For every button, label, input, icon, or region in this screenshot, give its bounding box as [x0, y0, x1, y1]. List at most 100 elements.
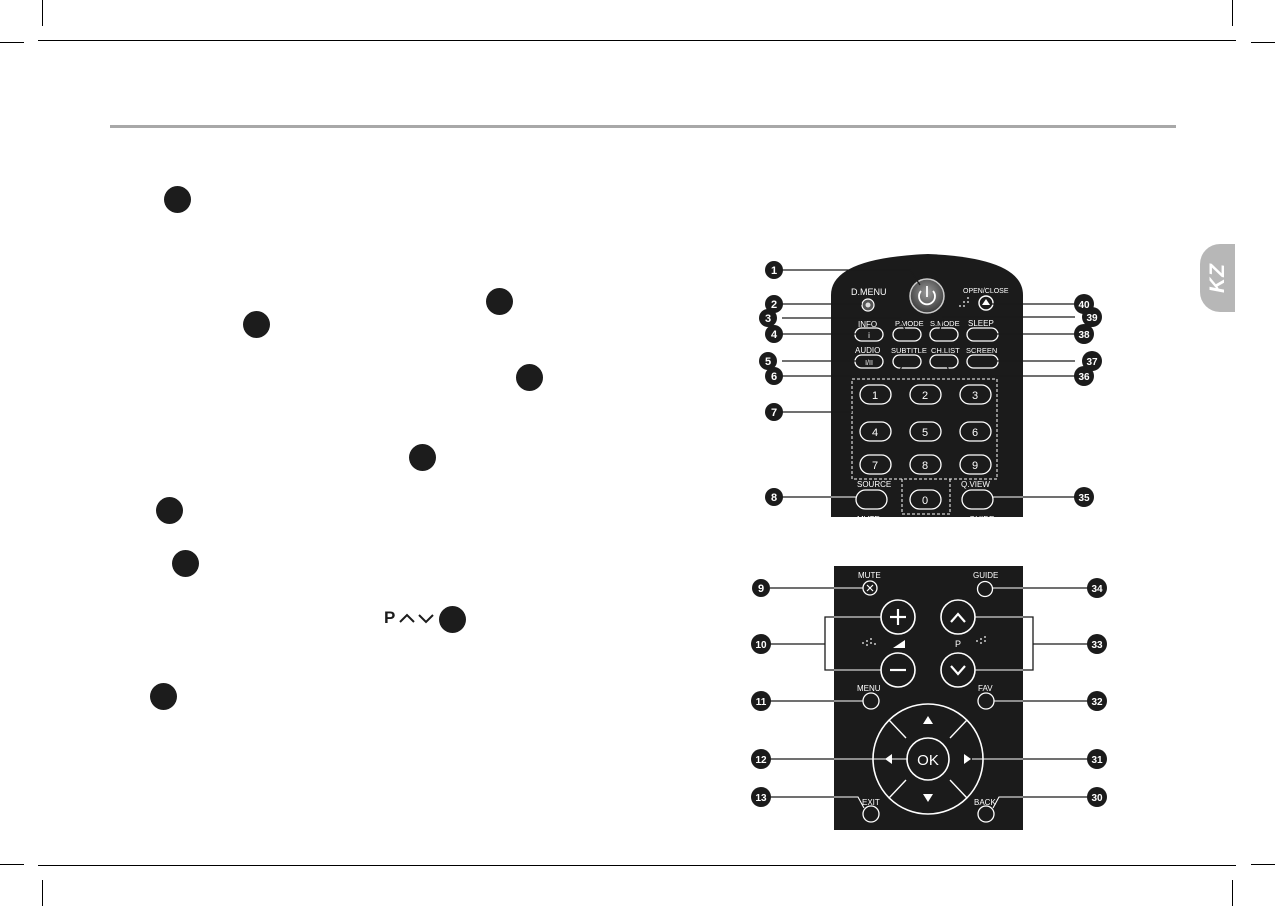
- callout-10-label: 10: [755, 640, 767, 651]
- callout-7-label: 7: [771, 407, 777, 419]
- callout-12-label: 12: [755, 755, 767, 766]
- callout-8: [765, 488, 783, 506]
- digit-4-button[interactable]: [859, 421, 892, 442]
- page-trim-top: [38, 40, 1236, 41]
- label-p: P: [955, 639, 961, 649]
- bottom-leader-lines-inner: [834, 587, 1023, 809]
- label-open-close: OPEN/CLOSE: [963, 288, 1009, 295]
- menu-button[interactable]: [862, 692, 880, 710]
- p-mode-button[interactable]: [892, 327, 922, 342]
- digit-6-button[interactable]: [959, 421, 992, 442]
- callout-39: [1082, 307, 1102, 327]
- bullet-9: [150, 683, 177, 710]
- digit-3-label: 3: [972, 390, 978, 402]
- sleep-button[interactable]: [966, 327, 999, 342]
- callout-3-label: 3: [765, 313, 771, 325]
- bullet-3: [243, 311, 270, 338]
- volume-bracket: [824, 616, 834, 671]
- page-trim-bottom: [38, 865, 1236, 866]
- plus-icon: [890, 609, 906, 625]
- callout-7: [765, 403, 783, 421]
- callout-9-label: 9: [758, 583, 764, 595]
- crop-mark: [1251, 864, 1275, 865]
- callout-6: [765, 367, 783, 385]
- numpad-zero-outline: [901, 479, 951, 515]
- ok-label: OK: [917, 752, 939, 769]
- digit-9-button[interactable]: [959, 454, 992, 475]
- arrow-up-icon[interactable]: [923, 716, 933, 724]
- label-audio: AUDIO: [855, 346, 880, 355]
- ch-list-button[interactable]: [929, 354, 959, 369]
- callout-4: [765, 325, 783, 343]
- callout-31: [1087, 749, 1107, 769]
- chevron-up-icon: [950, 612, 966, 623]
- crop-mark: [1232, 880, 1233, 906]
- label-p-mode: P.MODE: [895, 319, 924, 328]
- digit-1-label: 1: [872, 390, 878, 402]
- callout-13: [751, 787, 771, 807]
- label-d-menu: D.MENU: [851, 287, 887, 297]
- callout-31-label: 31: [1091, 755, 1103, 766]
- label-back: BACK: [974, 798, 996, 807]
- callout-4-label: 4: [771, 329, 778, 341]
- callout-3: [759, 309, 777, 327]
- digit-8-label: 8: [922, 460, 928, 472]
- label-sleep: SLEEP: [968, 319, 994, 328]
- power-icon: [918, 286, 936, 306]
- exit-button[interactable]: [862, 805, 880, 823]
- numpad-outline: [851, 378, 998, 480]
- channel-bracket: [1023, 616, 1034, 671]
- mute-icon: [866, 584, 874, 592]
- callout-13-label: 13: [755, 793, 767, 804]
- s-mode-button[interactable]: [929, 327, 959, 342]
- digit-7-button[interactable]: [859, 454, 892, 475]
- label-fav: FAV: [978, 684, 993, 693]
- digit-3-button[interactable]: [959, 384, 992, 405]
- channel-up-button[interactable]: [940, 599, 976, 635]
- label-q-view: Q.VIEW: [961, 480, 990, 489]
- digit-2-button[interactable]: [909, 384, 942, 405]
- callout-34-label: 34: [1091, 584, 1103, 595]
- callout-32-label: 32: [1091, 697, 1103, 708]
- subtitle-button[interactable]: [892, 354, 922, 369]
- digit-1-button[interactable]: [859, 384, 892, 405]
- guide-button[interactable]: [976, 580, 994, 598]
- digit-0-button[interactable]: [909, 489, 942, 510]
- bullet-5: [409, 444, 436, 471]
- top-leader-lines: [782, 269, 1075, 498]
- fav-button[interactable]: [977, 692, 995, 710]
- callout-2-label: 2: [771, 299, 777, 311]
- crop-mark: [1232, 0, 1233, 26]
- digit-0-label: 0: [922, 495, 928, 507]
- source-button[interactable]: [855, 489, 888, 510]
- bullet-8: [439, 606, 466, 633]
- callout-8-label: 8: [771, 492, 777, 504]
- digit-9-label: 9: [972, 460, 978, 472]
- label-mute: MUTE: [858, 571, 881, 580]
- info-glyph: i: [868, 331, 870, 340]
- callout-36: [1074, 366, 1094, 386]
- digit-5-button[interactable]: [909, 421, 942, 442]
- q-view-button[interactable]: [961, 489, 994, 510]
- callout-5: [759, 352, 777, 370]
- eject-icon: [982, 299, 990, 305]
- screen-button[interactable]: [966, 354, 999, 369]
- arrow-right-icon[interactable]: [964, 754, 971, 764]
- callout-1: [765, 261, 783, 279]
- bullet-1: [164, 186, 191, 213]
- digit-8-button[interactable]: [909, 454, 942, 475]
- bullet-4: [516, 364, 543, 391]
- callout-11-label: 11: [756, 697, 767, 708]
- digit-6-label: 6: [972, 427, 978, 439]
- arrow-down-icon[interactable]: [923, 794, 933, 802]
- callout-37-label: 37: [1086, 357, 1098, 368]
- callout-9: [752, 579, 770, 597]
- clip-mask-top: [820, 517, 1035, 529]
- callout-34: [1087, 578, 1107, 598]
- back-button[interactable]: [977, 805, 995, 823]
- callout-11: [751, 691, 771, 711]
- chevron-down-icon: [950, 665, 966, 676]
- channel-down-button[interactable]: [940, 652, 976, 688]
- label-exit: EXIT: [862, 798, 880, 807]
- callout-30: [1087, 787, 1107, 807]
